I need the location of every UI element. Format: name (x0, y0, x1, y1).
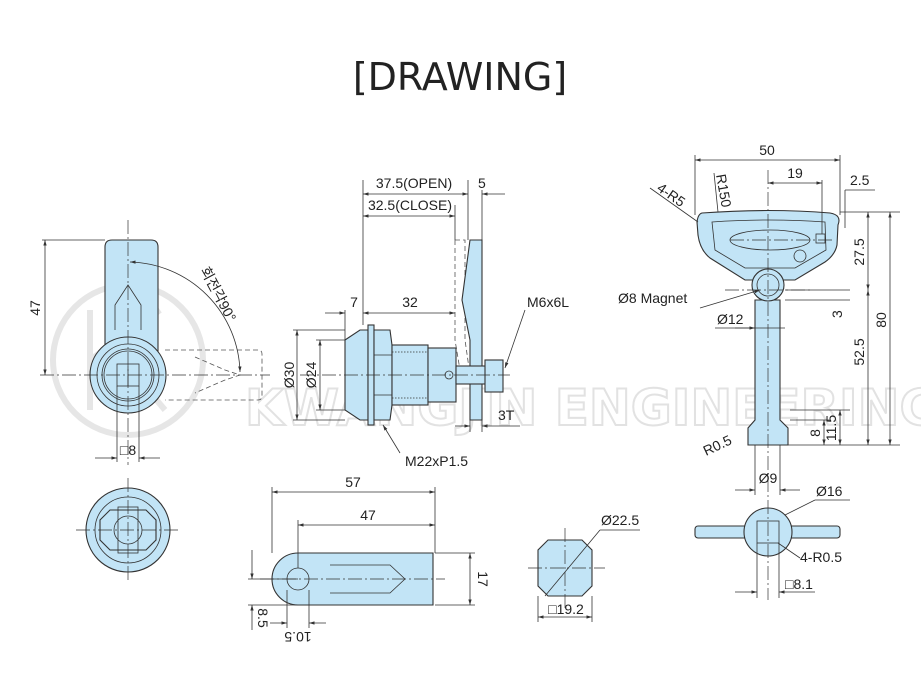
dim-cam-diameter: Ø22.5 (601, 512, 639, 528)
dim-tip-length: 11.5 (823, 415, 839, 441)
dim-slot-offset: 8.5 (255, 608, 271, 628)
rear-view (76, 478, 180, 582)
dim-head-height: 27.5 (851, 238, 867, 265)
dim-lever-width: 17 (475, 571, 491, 587)
dim-lever-length: 57 (345, 474, 361, 490)
dim-outer-diameter: Ø30 (281, 362, 297, 389)
front-view: 47 회전각90° □8 (27, 220, 270, 465)
drawing-title: [DRAWING] (353, 55, 567, 99)
key-end-view: Ø16 4-R0.5 □8.1 (694, 483, 850, 600)
dim-ring: Ø12 (717, 311, 744, 327)
dim-slot-width: 10.5 (284, 629, 311, 645)
dim-key-width: 50 (759, 142, 775, 158)
thread-label: M22xP1.5 (405, 453, 468, 469)
dim-key-end-square: □8.1 (785, 576, 813, 592)
dim-center-distance: 47 (360, 507, 376, 523)
screw-label: M6x6L (527, 294, 569, 310)
dim-tip-square: 8 (807, 429, 823, 437)
dim-body-length: 32 (402, 294, 418, 310)
lever-view: 57 47 17 8.5 10.5 (248, 474, 491, 645)
dim-key-offset: 19 (787, 165, 803, 181)
dim-inner-diameter: Ø24 (303, 362, 319, 389)
side-view: 37.5(OPEN) 5 32.5(CLOSE) 7 32 Ø30 Ø24 M6… (281, 175, 569, 469)
dim-total-height: 80 (873, 312, 889, 328)
key-view: 50 19 2.5 4-R5 R150 Ø8 Magnet Ø12 3 27.5… (618, 142, 900, 500)
dim-top-gap: 2.5 (850, 172, 870, 188)
dim-lever-thickness: 3T (498, 407, 515, 423)
magnet-label: Ø8 Magnet (618, 290, 687, 306)
dim-lever-gap: 5 (478, 175, 486, 191)
dim-flange: 7 (350, 294, 358, 310)
dim-ring-offset: 3 (829, 310, 845, 318)
dim-front-height: 47 (27, 300, 43, 316)
dim-open: 37.5(OPEN) (376, 175, 452, 191)
dim-cam-square: □19.2 (548, 601, 584, 617)
dim-close: 32.5(CLOSE) (368, 197, 452, 213)
top-radius-label: R150 (713, 173, 735, 209)
dim-stem-height: 52.5 (851, 338, 867, 365)
cam-view: Ø22.5 □19.2 (528, 512, 640, 622)
rotation-label: 회전각90° (197, 264, 239, 324)
dim-key-square: □8 (120, 442, 136, 458)
corner-radius-label: 4-R5 (654, 179, 688, 210)
key-end-corner-label: 4-R0.5 (800, 549, 842, 565)
dim-key-end-diameter: Ø16 (816, 483, 843, 499)
dim-tip-diameter: Ø9 (759, 470, 778, 486)
